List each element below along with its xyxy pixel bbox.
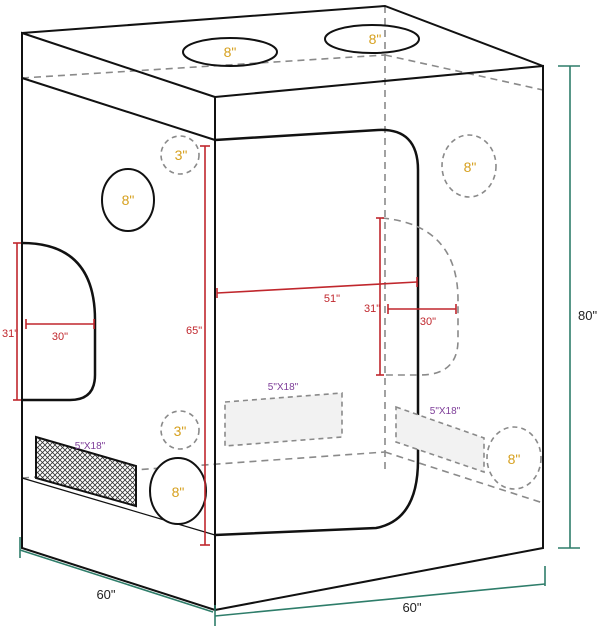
- port-right-wall-lower-label: 8": [508, 451, 521, 467]
- right-door-height-label: 31": [364, 303, 380, 315]
- tent-front-face: [214, 64, 544, 611]
- port-bottom-front-label: 8": [172, 484, 185, 500]
- vents: 5"X18" 5"X18" 5"X18": [35, 382, 485, 508]
- port-bottom-front-ring: [149, 457, 207, 525]
- port-right-wall-upper: 8": [441, 134, 497, 198]
- right-door-outline: [381, 217, 459, 376]
- port-left-upper-small-label: 3": [175, 147, 188, 163]
- hidden-top-right-edge: [384, 54, 544, 91]
- vent-left-mesh: [35, 435, 137, 508]
- hidden-top-back-edge: [21, 54, 386, 79]
- port-left-lower-small-label: 3": [174, 423, 187, 439]
- port-left-upper-small-ring: [160, 135, 200, 175]
- vent-left: 5"X18": [35, 435, 137, 508]
- port-top-back-ring: [324, 24, 420, 54]
- door-height-label: 65": [186, 325, 202, 337]
- vent-left-label: 5"X18": [75, 441, 106, 452]
- port-top-front-label: 8": [224, 44, 237, 60]
- left-bottom-seam: [21, 477, 216, 536]
- port-right-wall-upper-ring: [441, 134, 497, 198]
- front-width-label: 60": [402, 600, 421, 615]
- right-door-width-label: 30": [420, 316, 436, 328]
- vent-front: 5"X18": [224, 382, 343, 447]
- door-width-line: [216, 281, 418, 294]
- red-dimensions: [13, 145, 457, 546]
- vent-right-label: 5"X18": [430, 406, 461, 417]
- left-door-outline: [21, 241, 97, 402]
- ports: 8" 8" 3" 8" 8" 3" 8" 8": [101, 24, 542, 525]
- port-left-upper-small: 3": [160, 135, 200, 175]
- tent-top-face: [21, 4, 544, 67]
- vent-front-mesh: [224, 392, 343, 447]
- port-top-front: 8": [182, 37, 278, 67]
- port-left-lower-small: 3": [160, 410, 200, 450]
- left-top-seam: [21, 77, 216, 141]
- red-dimension-labels: 31" 30" 65" 51" 31" 30": [2, 293, 436, 343]
- front-door-outline: [214, 128, 420, 537]
- depth-label: 60": [96, 587, 115, 602]
- door-width-label: 51": [324, 293, 340, 305]
- side-door-height-label: 31": [2, 328, 18, 340]
- port-top-front-ring: [182, 37, 278, 67]
- vent-right-mesh: [395, 405, 485, 474]
- green-dimension-labels: 80" 60" 60": [96, 308, 597, 615]
- hidden-floor-right-edge: [384, 451, 544, 504]
- port-right-wall-lower-ring: [486, 426, 542, 490]
- front-width-dimension-line: [214, 583, 546, 617]
- port-bottom-front: 8": [149, 457, 207, 525]
- green-dimensions: [19, 65, 580, 626]
- vent-front-label: 5"X18": [268, 382, 299, 393]
- hidden-edges: [21, 6, 544, 504]
- port-left-wall-label: 8": [122, 192, 135, 208]
- port-left-wall: 8": [101, 168, 155, 232]
- height-label: 80": [578, 308, 597, 323]
- port-top-back: 8": [324, 24, 420, 54]
- tent-box: [21, 4, 544, 612]
- vent-right: 5"X18": [395, 405, 485, 474]
- port-top-back-label: 8": [369, 31, 382, 47]
- depth-dimension-line: [19, 549, 214, 613]
- port-left-wall-ring: [101, 168, 155, 232]
- port-right-wall-upper-label: 8": [464, 159, 477, 175]
- side-door-width-label: 30": [52, 331, 68, 343]
- port-left-lower-small-ring: [160, 410, 200, 450]
- port-right-wall-lower: 8": [486, 426, 542, 490]
